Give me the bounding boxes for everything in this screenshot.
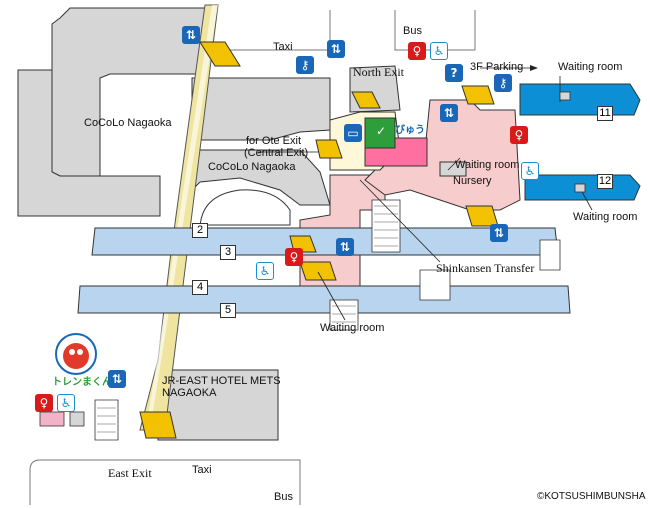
ote-exit-label-1: for Ote Exit: [246, 135, 302, 147]
accessible-icon: ♿: [57, 394, 75, 412]
copyright-label: ©KOTSUSHIMBUNSHA: [537, 491, 646, 502]
cocolo-mid-north: [191, 77, 331, 141]
elevator-icon: ⇅: [336, 238, 354, 256]
platform-12-number: 12: [597, 174, 613, 189]
waiting-room-ne-label: Waiting room: [558, 61, 623, 73]
accessible-icon: ♿: [521, 162, 539, 180]
cocolo-center-building: [191, 149, 331, 206]
shinkansen-transfer-label: Shinkansen Transfer: [436, 261, 535, 275]
hotel-label-2: NAGAOKA: [162, 387, 217, 399]
taxi-north-label: Taxi: [273, 41, 293, 53]
cocolo-center-label: CoCoLo Nagaoka: [208, 161, 296, 173]
elevator-icon: ⇅: [440, 104, 458, 122]
locker-icon: ⚷: [494, 74, 512, 92]
north-exit-label: North Exit: [353, 65, 404, 79]
waiting-room-center-label: Waiting room: [455, 159, 520, 171]
platform-11: [519, 83, 641, 116]
east-exit-label: East Exit: [108, 466, 152, 480]
escalators: [139, 41, 499, 439]
stair-hatching: [97, 205, 398, 433]
elevator-icon: ⇅: [182, 26, 200, 44]
platform-2-number: 2: [192, 223, 208, 238]
hotel-label-1: JR-EAST HOTEL METS: [162, 375, 281, 387]
bus-north-label: Bus: [403, 25, 422, 37]
toilet-icon: ♀: [35, 394, 53, 412]
bus-east-label: Bus: [274, 491, 293, 503]
platform-3-number: 3: [220, 245, 236, 260]
elevator-icon: ⇅: [327, 40, 345, 58]
east-exit-area: [29, 459, 301, 505]
toilet-icon: ♀: [408, 42, 426, 60]
view-plaza-label: びゅう: [395, 125, 425, 136]
information-icon: ?: [445, 64, 463, 82]
green-window-icon: ✓: [372, 122, 390, 140]
accessible-icon: ♿: [256, 262, 274, 280]
elevator-icon: ⇅: [490, 224, 508, 242]
taxi-east-label: Taxi: [192, 464, 212, 476]
locker-icon: ⚷: [296, 56, 314, 74]
ticket-machine-icon: ▭: [344, 124, 362, 142]
west-block: [17, 69, 161, 217]
waiting-room-south-label: Waiting room: [320, 322, 385, 334]
mascot-name-label: トレンまくん: [52, 377, 112, 388]
stairs: [94, 199, 561, 441]
toilet-icon: ♀: [285, 248, 303, 266]
platform-4-number: 4: [192, 280, 208, 295]
elevator-icon: ⇅: [108, 370, 126, 388]
nursery-label: Nursery: [453, 175, 492, 187]
toilet-icon: ♀: [510, 126, 528, 144]
ote-exit-label-2: (Central Exit): [244, 147, 309, 159]
platform-2-3: [91, 227, 559, 256]
parking-label: 3F Parking: [470, 61, 524, 73]
waiting-room-se-label: Waiting room: [573, 211, 638, 223]
platform-11-number: 11: [597, 106, 613, 121]
mascot-body: [63, 343, 89, 369]
cocolo-west-label: CoCoLo Nagaoka: [84, 117, 172, 129]
accessible-icon: ♿: [430, 42, 448, 60]
platform-4-5: [77, 285, 571, 314]
platform-5-number: 5: [220, 303, 236, 318]
